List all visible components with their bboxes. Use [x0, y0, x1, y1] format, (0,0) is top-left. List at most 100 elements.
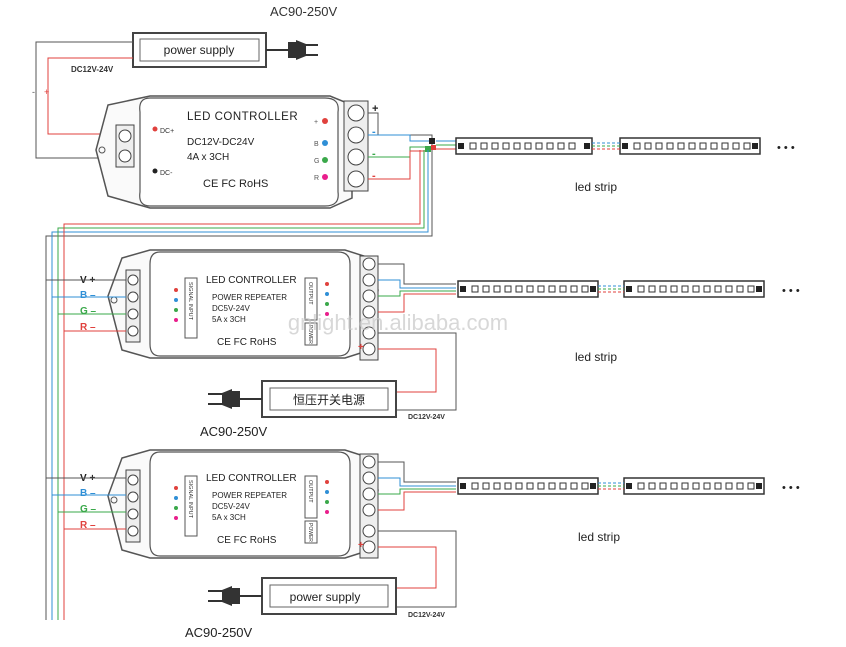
led-chip — [559, 482, 567, 490]
led-chip — [659, 285, 667, 293]
strip-1-ellipsis: • • • — [777, 142, 795, 154]
led-chip — [471, 482, 479, 490]
led-chip — [743, 142, 751, 150]
repeater-1-ac-label: AC90-250V — [200, 424, 268, 439]
strip-connector-pad — [756, 286, 762, 292]
top-dc-label: DC12V-24V — [71, 65, 114, 74]
repeater-1-plug-icon — [208, 389, 262, 409]
main-controller-title: LED CONTROLLER — [187, 111, 298, 123]
repeater-2-input-g: G – — [80, 504, 97, 515]
main-sign-3: - — [372, 170, 376, 182]
led-chip — [677, 142, 685, 150]
top-plus-sign: + — [44, 87, 49, 97]
led-strip-1: • • • — [455, 137, 795, 155]
led-chip — [637, 482, 645, 490]
main-controller: LED CONTROLLER DC+ DC- DC12V-DC24V 4A x … — [95, 95, 378, 209]
strip-connector-pad — [584, 143, 590, 149]
led-chip — [670, 285, 678, 293]
repeater-1-power-supply-label: 恒压开关电源 — [293, 393, 365, 407]
led-chip — [493, 482, 501, 490]
led-chip — [633, 142, 641, 150]
repeater-1-power-supply: 恒压开关电源 — [261, 380, 397, 418]
strip-connector-pad — [590, 286, 596, 292]
strip-connector-pad — [590, 483, 596, 489]
led-chip — [526, 285, 534, 293]
strip-connector-pad — [460, 483, 466, 489]
strip-connector-pad — [626, 286, 632, 292]
led-chip — [502, 142, 510, 150]
top-power-supply-label: power supply — [164, 43, 235, 57]
led-chip — [725, 482, 733, 490]
top-minus-sign: - — [32, 87, 35, 97]
led-chip — [666, 142, 674, 150]
repeater-2-plug-icon — [208, 586, 262, 606]
main-certs: CE FC RoHS — [203, 178, 268, 190]
led-chip — [526, 482, 534, 490]
repeater-1-signal-input: SIGNAL INPUT — [187, 282, 193, 321]
led-chip — [670, 482, 678, 490]
main-sign-0: + — [372, 103, 378, 115]
led-chip — [482, 482, 490, 490]
main-sign-2: - — [372, 148, 376, 160]
main-dc-plus: DC+ — [160, 128, 174, 135]
main-terminal-g: G — [314, 158, 319, 165]
repeater-1-output: OUTPUT — [307, 282, 313, 305]
led-chip — [637, 285, 645, 293]
led-chip — [732, 142, 740, 150]
main-voltage: DC12V-DC24V — [187, 137, 255, 148]
repeater-2-subtitle: POWER REPEATER — [212, 491, 287, 500]
strip-connector-pad — [458, 143, 464, 149]
led-chip — [747, 285, 755, 293]
led-chip — [581, 285, 589, 293]
led-chip — [480, 142, 488, 150]
led-chip — [581, 482, 589, 490]
led-chip — [703, 482, 711, 490]
led-chip — [648, 285, 656, 293]
repeater-1: LED CONTROLLER POWER REPEATER DC5V-24V 5… — [107, 249, 379, 361]
main-terminal-plus: + — [314, 119, 318, 126]
svg-text:+: + — [358, 342, 364, 353]
led-chip — [559, 285, 567, 293]
led-chip — [570, 285, 578, 293]
led-chip — [644, 142, 652, 150]
led-chip — [568, 142, 576, 150]
led-chip — [546, 142, 554, 150]
led-chip — [493, 285, 501, 293]
repeater-2: LED CONTROLLER POWER REPEATER DC5V-24V 5… — [107, 449, 379, 559]
repeater-2-input-b: B – — [80, 488, 96, 499]
led-chip — [515, 285, 523, 293]
led-chip — [721, 142, 729, 150]
led-chip — [725, 285, 733, 293]
repeater-1-input-g: G – — [80, 306, 97, 317]
led-chip — [681, 482, 689, 490]
led-chip — [747, 482, 755, 490]
led-chip — [655, 142, 663, 150]
led-chip — [548, 285, 556, 293]
repeater-2-input-r: R – — [80, 520, 96, 531]
led-chip — [557, 142, 565, 150]
repeater-1-subtitle: POWER REPEATER — [212, 293, 287, 302]
repeater-2-title: LED CONTROLLER — [206, 473, 297, 484]
led-strip-2: • • • — [457, 280, 800, 298]
strip-2-label: led strip — [575, 350, 617, 364]
main-terminal-r: R — [314, 175, 319, 182]
repeater-2-output: OUTPUT — [307, 480, 313, 503]
repeater-2-ac-label: AC90-250V — [185, 625, 253, 640]
led-chip — [504, 285, 512, 293]
repeater-2-power: POWER — [307, 523, 313, 542]
led-chip — [524, 142, 532, 150]
strip-connector-pad — [756, 483, 762, 489]
strip-3-label: led strip — [578, 530, 620, 544]
repeater-1-certs: CE FC RoHS — [217, 337, 277, 348]
repeater-1-input-r: R – — [80, 322, 96, 333]
led-chip — [570, 482, 578, 490]
repeater-1-title: LED CONTROLLER — [206, 275, 297, 286]
led-chip — [688, 142, 696, 150]
main-sign-1: - — [372, 126, 376, 138]
led-chip — [513, 142, 521, 150]
led-chip — [703, 285, 711, 293]
main-current: 4A x 3CH — [187, 152, 229, 163]
top-plug-icon — [266, 40, 318, 60]
watermark: gnlight.en.alibaba.com — [288, 310, 508, 335]
